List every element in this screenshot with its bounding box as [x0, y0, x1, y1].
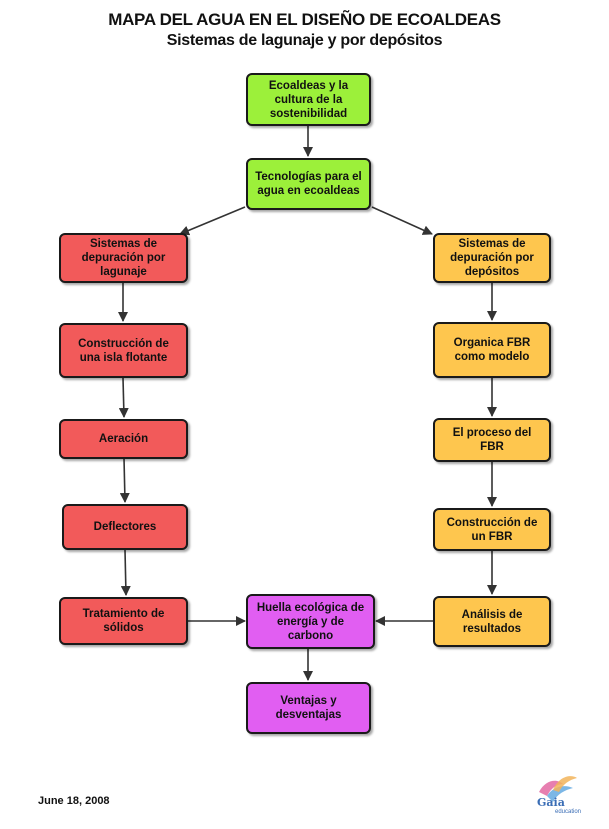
arrow-tecnologias-lagunaje [179, 206, 246, 236]
node-analisis[interactable]: Análisis de resultados [433, 596, 551, 647]
gaia-logo-icon [539, 776, 577, 802]
node-depositos[interactable]: Sistemas de depuración por depósitos [433, 233, 551, 283]
node-construccion-fbr[interactable]: Construcción de un FBR [433, 508, 551, 551]
footer-date: June 18, 2008 [38, 795, 110, 807]
arrow-aeracion-deflectores [119, 457, 130, 503]
node-organica[interactable]: Organica FBR como modelo [433, 322, 551, 378]
arrow-tecnologias-depositos [371, 206, 433, 235]
node-tratamiento[interactable]: Tratamiento de sólidos [59, 597, 188, 645]
node-aeracion[interactable]: Aeración [59, 419, 188, 459]
node-deflectores[interactable]: Deflectores [62, 504, 188, 550]
node-huella[interactable]: Huella ecológica de energía y de carbono [246, 594, 375, 649]
node-ecoaldeas[interactable]: Ecoaldeas y la cultura de la sostenibili… [246, 73, 371, 126]
arrow-deflectores-tratamiento [120, 549, 131, 596]
logo-subtext: education [555, 809, 582, 815]
page-subtitle: Sistemas de lagunaje y por depósitos [166, 32, 443, 49]
node-tecnologias[interactable]: Tecnologías para el agua en ecoaldeas [246, 158, 371, 210]
arrow-isla-aeracion [118, 377, 129, 418]
logo-text: Gaia [537, 796, 565, 809]
node-proceso[interactable]: El proceso del FBR [433, 418, 551, 462]
node-isla[interactable]: Construcción de una isla flotante [59, 323, 188, 378]
page-title: MAPA DEL AGUA EN EL DISEÑO DE ECOALDEAS [108, 10, 501, 29]
node-lagunaje[interactable]: Sistemas de depuración por lagunaje [59, 233, 188, 283]
node-ventajas[interactable]: Ventajas y desventajas [246, 682, 371, 734]
